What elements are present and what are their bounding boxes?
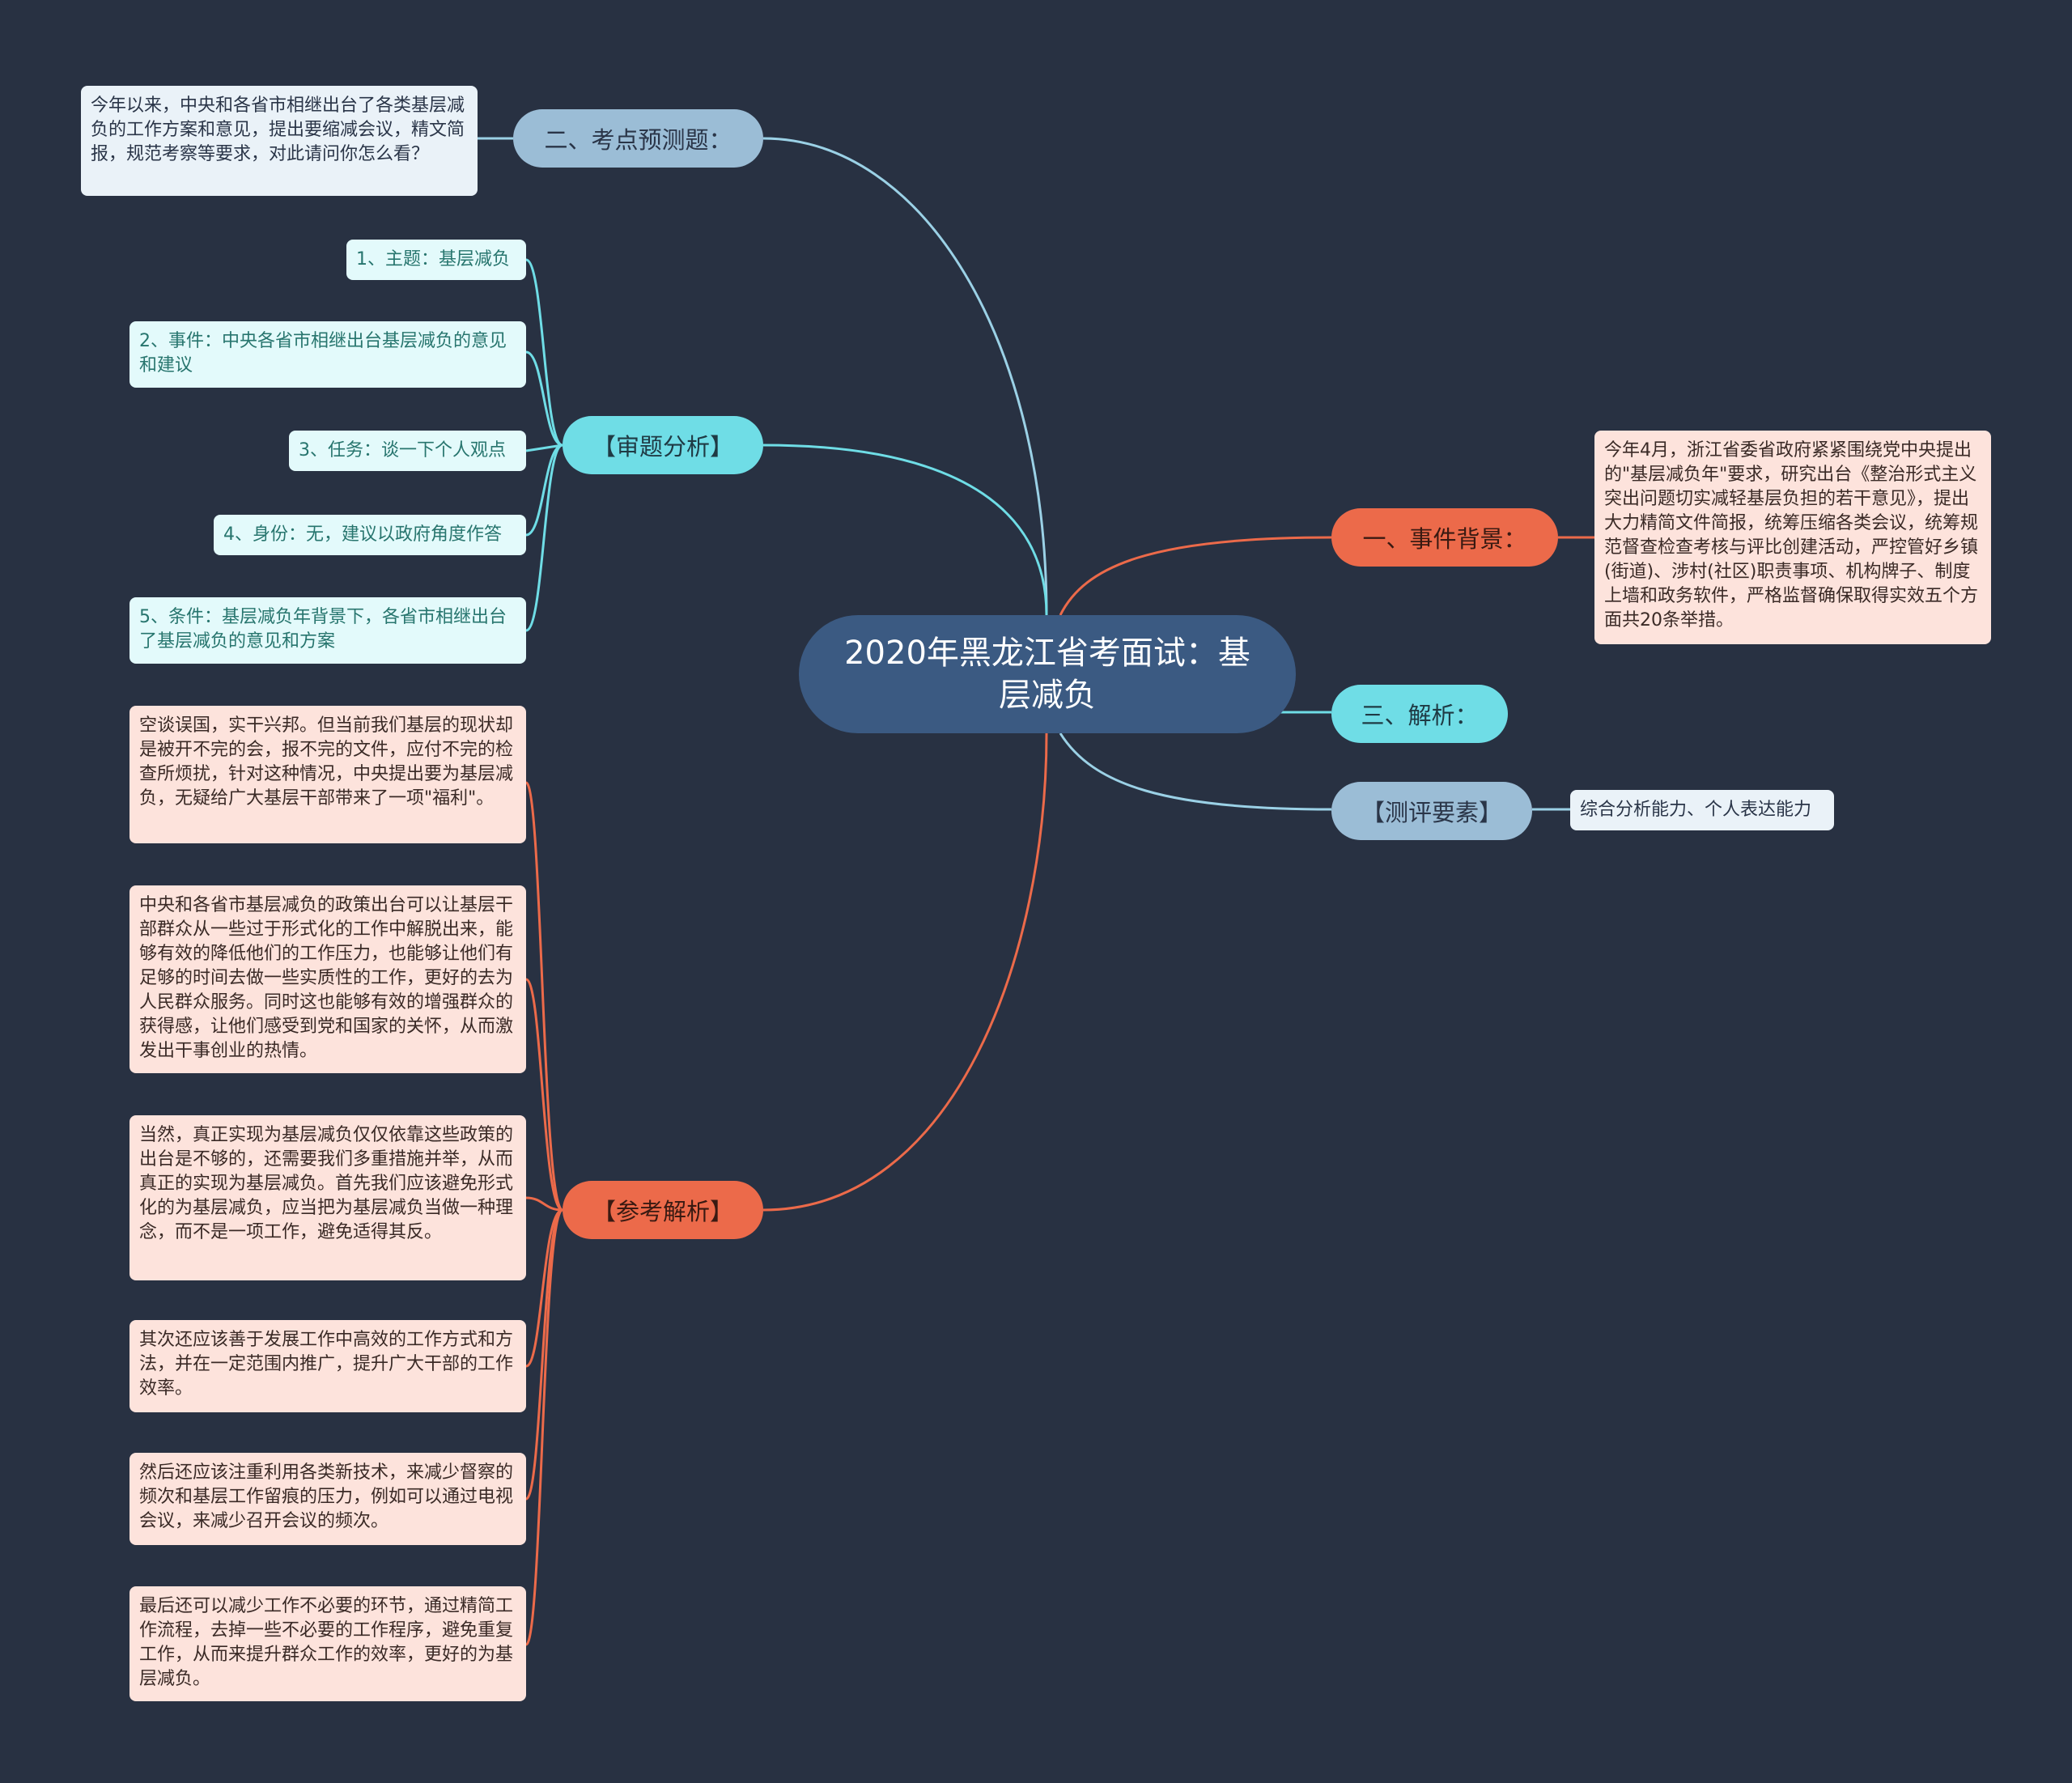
analysis-item[interactable]: 5、条件：基层减负年背景下，各省市相继出台了基层减负的意见和方案 [130, 597, 526, 664]
reference-item-text: 中央和各省市基层减负的政策出台可以让基层干部群众从一些过于形式化的工作中解脱出来… [139, 895, 514, 1061]
reference-item[interactable]: 然后还应该注重利用各类新技术，来减少督察的频次和基层工作留痕的压力，例如可以通过… [130, 1453, 526, 1545]
central-topic-label: 2020年黑龙江省考面试：基层减负 [844, 635, 1250, 714]
analysis-item[interactable]: 3、任务：谈一下个人观点 [289, 431, 526, 471]
reference-item[interactable]: 空谈误国，实干兴邦。但当前我们基层的现状却是被开不完的会，报不完的文件，应付不完… [130, 706, 526, 843]
branch-reference-label: 【参考解析】 [592, 1198, 733, 1225]
branch-explain-label: 三、解析： [1361, 702, 1479, 729]
reference-item[interactable]: 最后还可以减少工作不必要的环节，通过精简工作流程，去掉一些不必要的工作程序，避免… [130, 1586, 526, 1701]
branch-explain[interactable]: 三、解析： [1331, 685, 1508, 743]
forecast-question-text: 今年以来，中央和各省市相继出台了各类基层减负的工作方案和意见，提出要缩减会议，精… [91, 96, 465, 164]
reference-item-text: 空谈误国，实干兴邦。但当前我们基层的现状却是被开不完的会，报不完的文件，应付不完… [139, 715, 514, 809]
reference-item-text: 其次还应该善于发展工作中高效的工作方式和方法，并在一定范围内推广，提升广大干部的… [139, 1330, 514, 1399]
background-text: 今年4月，浙江省委省政府紧紧围绕党中央提出的"基层减负年"要求，研究出台《整治形… [1604, 440, 1979, 630]
reference-item-text: 当然，真正实现为基层减负仅仅依靠这些政策的出台是不够的，还需要我们多重措施并举，… [139, 1125, 514, 1242]
reference-item[interactable]: 其次还应该善于发展工作中高效的工作方式和方法，并在一定范围内推广，提升广大干部的… [130, 1320, 526, 1412]
evaluation-text: 综合分析能力、个人表达能力 [1580, 800, 1812, 820]
reference-item-text: 然后还应该注重利用各类新技术，来减少督察的频次和基层工作留痕的压力，例如可以通过… [139, 1462, 514, 1531]
branch-evaluation-label: 【测评要素】 [1361, 799, 1502, 826]
branch-forecast-label: 二、考点预测题： [544, 126, 732, 154]
forecast-question[interactable]: 今年以来，中央和各省市相继出台了各类基层减负的工作方案和意见，提出要缩减会议，精… [81, 86, 478, 196]
branch-reference[interactable]: 【参考解析】 [563, 1181, 763, 1239]
background-text-box[interactable]: 今年4月，浙江省委省政府紧紧围绕党中央提出的"基层减负年"要求，研究出台《整治形… [1594, 431, 1991, 644]
reference-item[interactable]: 当然，真正实现为基层减负仅仅依靠这些政策的出台是不够的，还需要我们多重措施并举，… [130, 1115, 526, 1280]
evaluation-text-box[interactable]: 综合分析能力、个人表达能力 [1570, 790, 1834, 830]
branch-background[interactable]: 一、事件背景： [1331, 508, 1558, 567]
analysis-item-text: 1、主题：基层减负 [356, 249, 510, 270]
analysis-item[interactable]: 1、主题：基层减负 [346, 240, 526, 280]
analysis-item-text: 3、任务：谈一下个人观点 [299, 440, 506, 461]
reference-item-text: 最后还可以减少工作不必要的环节，通过精简工作流程，去掉一些不必要的工作程序，避免… [139, 1596, 514, 1689]
branch-forecast[interactable]: 二、考点预测题： [513, 109, 763, 168]
analysis-item-text: 4、身份：无，建议以政府角度作答 [223, 524, 502, 545]
central-topic[interactable]: 2020年黑龙江省考面试：基层减负 [799, 615, 1296, 733]
branch-analysis-label: 【审题分析】 [592, 433, 733, 461]
branch-background-label: 一、事件背景： [1362, 525, 1527, 553]
analysis-item[interactable]: 4、身份：无，建议以政府角度作答 [214, 515, 526, 555]
reference-item[interactable]: 中央和各省市基层减负的政策出台可以让基层干部群众从一些过于形式化的工作中解脱出来… [130, 885, 526, 1073]
branch-evaluation[interactable]: 【测评要素】 [1331, 782, 1532, 840]
analysis-item-text: 5、条件：基层减负年背景下，各省市相继出台了基层减负的意见和方案 [139, 607, 507, 652]
analysis-item-text: 2、事件：中央各省市相继出台基层减负的意见和建议 [139, 331, 507, 376]
branch-analysis[interactable]: 【审题分析】 [563, 416, 763, 474]
analysis-item[interactable]: 2、事件：中央各省市相继出台基层减负的意见和建议 [130, 321, 526, 388]
